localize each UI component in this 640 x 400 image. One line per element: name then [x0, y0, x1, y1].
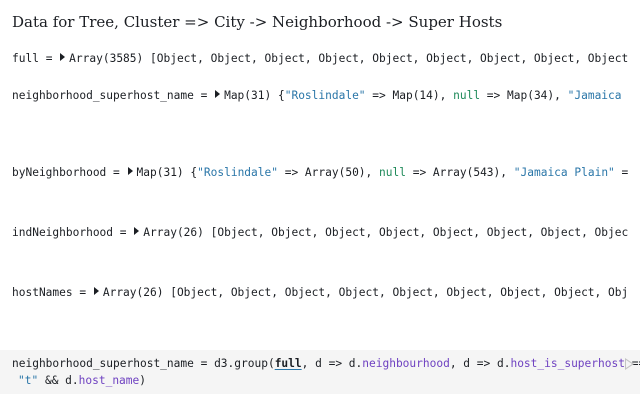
output-full: full = Array(3585) [Object, Object, Obje…	[12, 51, 628, 67]
code-text: && d.	[38, 374, 79, 387]
equals-sign: =	[38, 52, 60, 65]
expand-triangle-icon[interactable]	[215, 90, 221, 98]
variable-name: full	[12, 52, 39, 65]
cell-heading: Data for Tree, Cluster => City -> Neighb…	[12, 13, 503, 31]
code-line-2: "t" && d.host_name)	[18, 372, 146, 389]
map-open-brace: {	[183, 166, 198, 179]
value-summary[interactable]: Map(31)	[224, 89, 272, 102]
code-text: , d => d.	[449, 357, 511, 370]
value-summary[interactable]: Map(31)	[136, 166, 184, 179]
code-property: host_name	[78, 374, 140, 387]
output-ind-neighborhood: indNeighborhood = Array(26) [Object, Obj…	[12, 225, 628, 241]
code-highlight-reference: full	[274, 357, 302, 370]
map-value: => Array(543),	[405, 166, 514, 179]
value-summary[interactable]: Array(26)	[143, 226, 204, 239]
run-cell-icon[interactable]	[625, 358, 634, 370]
equals-sign: =	[193, 89, 215, 102]
expand-triangle-icon[interactable]	[127, 167, 133, 175]
variable-name: hostNames	[12, 286, 73, 299]
expand-triangle-icon[interactable]	[93, 287, 99, 295]
variable-name: indNeighborhood	[12, 226, 114, 239]
output-host-names: hostNames = Array(26) [Object, Object, O…	[12, 285, 628, 301]
equals-sign: =	[106, 166, 127, 179]
map-open-brace: {	[271, 89, 285, 102]
code-text: , d => d.	[301, 357, 363, 370]
value-summary[interactable]: Array(26)	[102, 286, 164, 299]
map-key-string: "Roslindale"	[197, 166, 278, 179]
code-text: ===	[631, 357, 640, 370]
code-text: neighborhood_superhost_name = d3.group(	[12, 357, 275, 370]
code-property: neighbourhood	[362, 357, 450, 370]
map-key-string: "Roslindale"	[284, 89, 366, 102]
code-text: )	[139, 374, 147, 387]
map-value: => Arr	[621, 166, 628, 179]
value-summary[interactable]: Array(3585)	[69, 52, 144, 65]
map-key-string: "Jamaica Plain"	[513, 166, 615, 179]
output-by-neighborhood: byNeighborhood = Map(31) {"Roslindale" =…	[12, 165, 628, 181]
map-key-string: "Jamaica Plain	[567, 89, 628, 102]
value-preview: [Object, Object, Object, Object, Object,…	[163, 286, 628, 299]
output-neighborhood-superhost-name: neighborhood_superhost_name = Map(31) {"…	[12, 88, 628, 104]
map-value: => Map(34),	[480, 89, 568, 102]
map-key-null: null	[379, 166, 406, 179]
code-string: "t"	[18, 374, 39, 387]
variable-name: byNeighborhood	[12, 166, 107, 179]
expand-triangle-icon[interactable]	[134, 227, 140, 235]
code-editor[interactable]: neighborhood_superhost_name = d3.group(f…	[0, 350, 640, 394]
equals-sign: =	[72, 286, 93, 299]
map-value: => Array(50),	[277, 166, 380, 179]
code-line-1: neighborhood_superhost_name = d3.group(f…	[12, 355, 640, 372]
value-preview: [Object, Object, Object, Object, Object,…	[203, 226, 628, 239]
expand-triangle-icon[interactable]	[60, 53, 66, 61]
variable-name: neighborhood_superhost_name	[12, 89, 194, 102]
map-value: => Map(14),	[365, 89, 454, 102]
map-key-null: null	[453, 89, 481, 102]
equals-sign: =	[113, 226, 134, 239]
code-property: host_is_superhost	[510, 357, 625, 370]
value-preview: [Object, Object, Object, Object, Object,…	[143, 52, 628, 65]
